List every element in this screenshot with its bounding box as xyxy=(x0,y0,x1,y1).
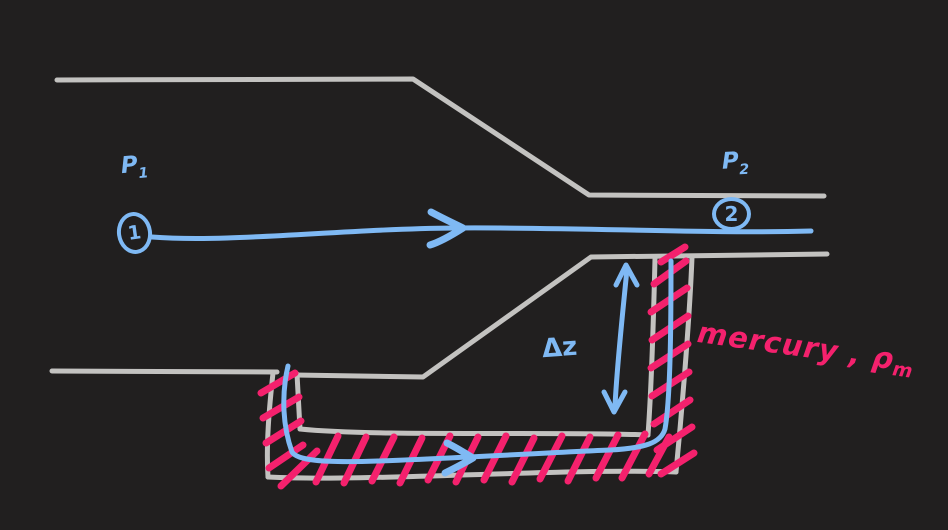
manometer-flow-line xyxy=(281,258,674,465)
pressure-1-label: P1 xyxy=(120,151,149,184)
mercury-hatch-stroke xyxy=(536,432,566,483)
mercury-hatch-stroke xyxy=(277,447,321,490)
delta-z-arrow-up-icon xyxy=(613,262,640,288)
mercury-hatch-stroke xyxy=(650,396,694,428)
station-2-marker: 2 xyxy=(712,197,751,231)
manometer-arrow-icon xyxy=(441,439,477,477)
pressure-2-label: P2 xyxy=(721,147,749,179)
pressure-1-subscript: 1 xyxy=(137,165,150,183)
station-1-number: 1 xyxy=(126,221,143,245)
mercury-hatch-stroke xyxy=(259,393,303,422)
mercury-hatch-stroke xyxy=(657,243,689,266)
delta-z-arrow-line xyxy=(612,266,630,409)
pipe-bottom-wall-converging xyxy=(292,251,830,380)
mercury-hatch-stroke xyxy=(657,449,698,478)
mercury-hatch-stroke xyxy=(265,441,307,472)
mercury-hatch-stroke xyxy=(257,369,299,397)
mercury-hatch-stroke xyxy=(564,433,594,485)
manometer-bottom-inner-wall xyxy=(297,426,651,438)
station-2-number: 2 xyxy=(724,202,739,226)
mercury-hatch-stroke xyxy=(618,430,649,482)
pressure-1-symbol: P xyxy=(119,151,139,180)
pressure-2-symbol: P xyxy=(721,147,740,175)
mercury-hatch-stroke xyxy=(262,417,305,447)
pipe-top-wall xyxy=(54,76,827,199)
mercury-hatch-stroke xyxy=(653,423,696,454)
mercury-density-subscript: m xyxy=(891,357,915,383)
mercury-hatch-stroke xyxy=(508,434,538,486)
delta-z-arrow-down-icon xyxy=(601,389,628,415)
pressure-2-subscript: 2 xyxy=(738,161,750,179)
mercury-hatch-stroke xyxy=(592,431,622,482)
manometer-right-leg-outer-wall xyxy=(673,254,695,475)
delta-z-label: Δz xyxy=(540,331,579,365)
streamline-arrow-icon xyxy=(426,208,467,249)
flow-annotations xyxy=(149,208,814,477)
pipe-bottom-wall-left xyxy=(49,368,280,375)
pipe-walls xyxy=(49,76,830,481)
